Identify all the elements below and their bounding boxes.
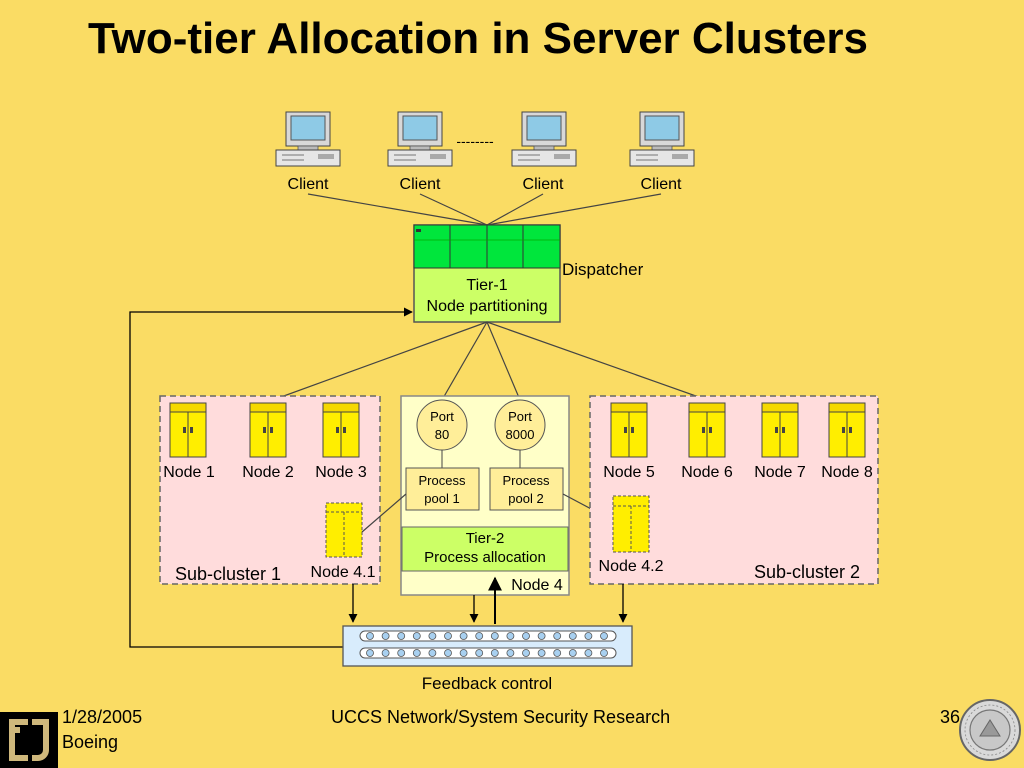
node-4-label: Node 4 (511, 577, 563, 594)
port-dot (459, 632, 468, 640)
port-dot (537, 649, 546, 657)
node-4-1-label: Node 4.1 (311, 564, 376, 581)
port-8000-line1: Port (508, 409, 532, 424)
client-computer-icon (387, 111, 453, 167)
server-icon (249, 402, 287, 458)
tier2-subtitle: Process allocation (424, 549, 546, 566)
dispatcher-connections (269, 321, 711, 402)
clients-ellipsis: -------- (456, 133, 494, 149)
node-label: Node 3 (315, 464, 367, 481)
client-computer-icon (511, 111, 577, 167)
port-8000-line2: 8000 (506, 427, 535, 442)
port-dot (412, 632, 421, 640)
client-label: Client (641, 176, 682, 193)
port-dot (428, 649, 437, 657)
port-dot (553, 632, 562, 640)
port-80-line1: Port (430, 409, 454, 424)
port-dot (584, 649, 593, 657)
footer-title: UCCS Network/System Security Research (331, 707, 671, 727)
port-dot (366, 649, 374, 657)
port-dot (506, 649, 515, 657)
port-dot (522, 632, 530, 640)
port-dot (568, 632, 577, 640)
process-pool-1-line2: pool 1 (424, 491, 459, 506)
node-4-1-icon (325, 502, 363, 558)
sub-cluster-2-label: Sub-cluster 2 (754, 562, 860, 582)
client-connections (307, 193, 662, 226)
process-pool-2-line2: pool 2 (508, 491, 543, 506)
node-label: Node 6 (681, 464, 733, 481)
client-computer-icon (629, 111, 695, 167)
port-dot (475, 649, 484, 657)
footer-organization: Boeing (62, 732, 119, 752)
port-dot (553, 649, 562, 657)
client-computers: Client Client Client Client -------- (275, 111, 695, 193)
port-dot (428, 632, 437, 640)
port-dot (600, 649, 608, 657)
node-label: Node 7 (754, 464, 806, 481)
server-icon (828, 402, 866, 458)
cluster-diagram: Client Client Client Client -------- Tie… (129, 111, 879, 693)
server-icon (761, 402, 799, 458)
port-dot (397, 632, 406, 640)
port-dot (366, 632, 374, 640)
port-80-line2: 80 (435, 427, 449, 442)
port-dot (412, 649, 421, 657)
client-label: Client (400, 176, 441, 193)
server-icon (610, 402, 648, 458)
slide-title: Two-tier Allocation in Server Clusters (88, 14, 868, 63)
port-dot (381, 632, 390, 640)
footer-date: 1/28/2005 (62, 707, 143, 727)
feedback-arrows (129, 307, 628, 648)
university-seal-icon (959, 699, 1021, 761)
port-dot (444, 649, 452, 657)
node-label: Node 2 (242, 464, 294, 481)
tier1-subtitle: Node partitioning (427, 298, 548, 315)
tier1-title: Tier-1 (466, 277, 507, 294)
dispatcher: Tier-1 Node partitioning Dispatcher (413, 224, 644, 323)
sub-cluster-1: Node 1 Node 2 Node 3 Node 4.1 Sub-cluste… (159, 395, 381, 585)
port-dot (381, 649, 390, 657)
server-icon (688, 402, 726, 458)
page-number: 36 (940, 707, 961, 727)
port-dot (490, 649, 499, 657)
node-4-2-label: Node 4.2 (599, 558, 664, 575)
port-dot (475, 632, 484, 640)
client-label: Client (288, 176, 329, 193)
port-dot (584, 632, 593, 640)
sub-cluster-2: Node 5 Node 6 Node 7 Node 8 Node 4.2 Sub… (589, 395, 879, 585)
port-dot (537, 632, 546, 640)
port-dot (459, 649, 468, 657)
process-pool-2-line1: Process (503, 473, 550, 488)
port-dot (397, 649, 406, 657)
sub-cluster-1-label: Sub-cluster 1 (175, 564, 281, 584)
server-icon (322, 402, 360, 458)
dispatcher-label: Dispatcher (562, 260, 644, 279)
node-label: Node 5 (603, 464, 655, 481)
client-label: Client (523, 176, 564, 193)
process-pool-1-line1: Process (419, 473, 466, 488)
feedback-control-label: Feedback control (422, 674, 552, 693)
port-dot (444, 632, 452, 640)
feedback-control: Feedback control (342, 625, 633, 693)
client-computer-icon (275, 111, 341, 167)
port-dot (600, 632, 608, 640)
tier2-title: Tier-2 (466, 530, 505, 547)
port-dot (490, 632, 499, 640)
port-dot (522, 649, 530, 657)
port-dot (568, 649, 577, 657)
node-4: Port 80 Port 8000 Process pool 1 Process… (400, 395, 570, 596)
port-dot (506, 632, 515, 640)
node-label: Node 8 (821, 464, 873, 481)
cu-logo-icon (0, 712, 58, 768)
node-label: Node 1 (163, 464, 215, 481)
server-icon (169, 402, 207, 458)
node-4-2-icon (612, 495, 650, 553)
